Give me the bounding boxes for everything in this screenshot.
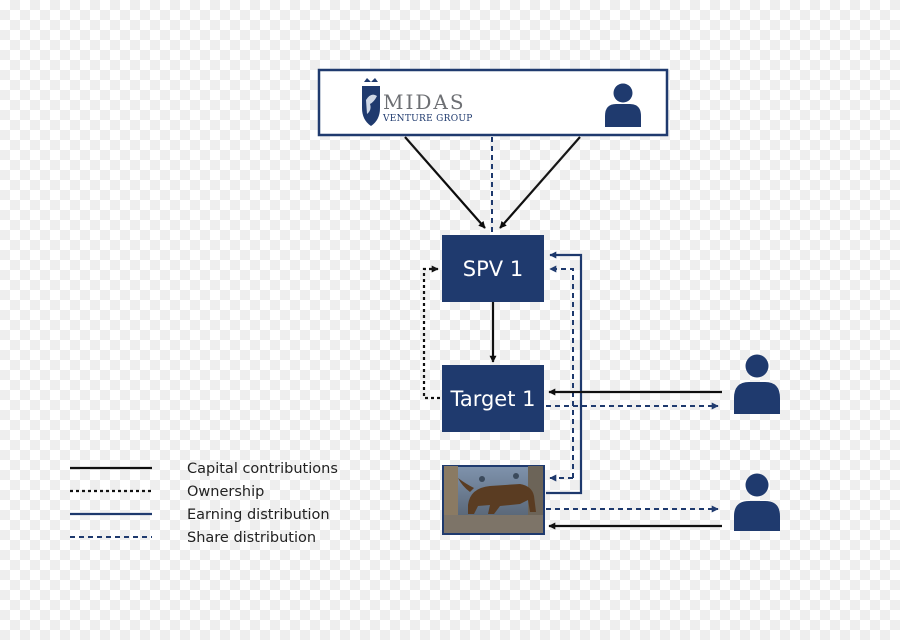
midas-header-box: MIDAS VENTURE GROUP	[317, 68, 669, 137]
person-icon	[734, 354, 780, 414]
person-icon	[734, 473, 780, 531]
earning-distribution-line	[546, 251, 583, 495]
spv-label: SPV 1	[463, 257, 523, 281]
ownership-loop	[422, 265, 440, 400]
spv-box: SPV 1	[442, 235, 544, 302]
legend-label-share: Share distribution	[187, 530, 316, 546]
person-icon	[605, 83, 641, 127]
legend: Capital contributions Ownership Earning …	[70, 461, 338, 546]
target-label: Target 1	[449, 387, 535, 411]
capital-arrow-right	[499, 136, 581, 229]
legend-label-capital: Capital contributions	[187, 461, 338, 477]
capital-arrow-left	[404, 136, 486, 229]
legend-label-ownership: Ownership	[187, 484, 264, 500]
legend-label-earning: Earning distribution	[187, 507, 330, 523]
shield-logo-icon	[362, 78, 380, 126]
target-box: Target 1	[442, 365, 544, 432]
logo-sub-text: VENTURE GROUP	[382, 114, 473, 124]
logo-main-text: MIDAS	[383, 90, 466, 114]
bull-photo-icon	[442, 465, 545, 535]
share-distribution-spv	[549, 265, 574, 478]
